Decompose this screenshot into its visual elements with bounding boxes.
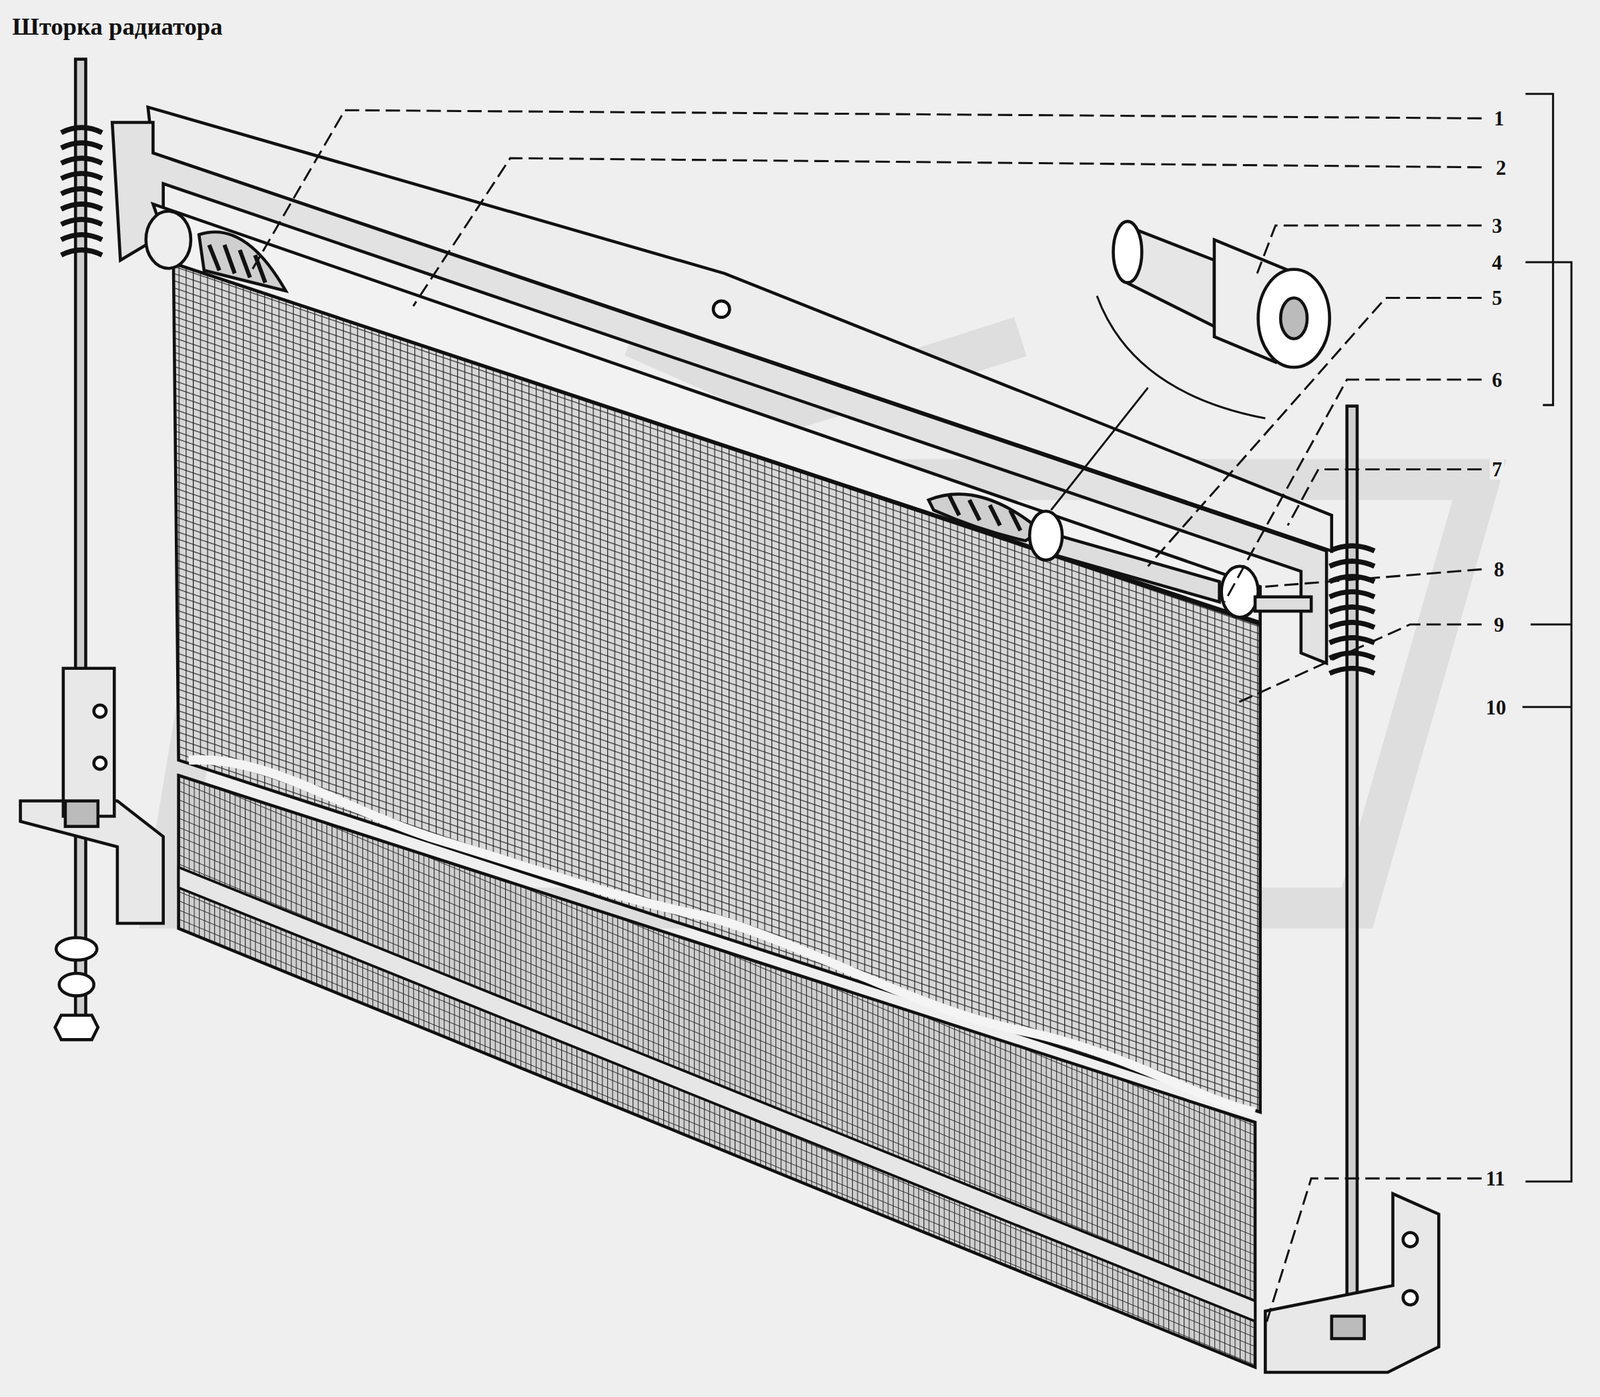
top-frame	[112, 107, 1332, 664]
callout-number: 9	[1491, 614, 1506, 636]
callout-number: 3	[1489, 215, 1504, 237]
bushing-detail	[1050, 221, 1330, 511]
group-brackets	[1522, 94, 1572, 1182]
bottom-rail	[178, 867, 1256, 1322]
lower-mesh	[178, 775, 1256, 1368]
leader-lines	[250, 110, 1482, 1327]
callout-number: 2	[1493, 157, 1508, 179]
callout-number: 10	[1483, 697, 1509, 718]
roller	[146, 211, 1312, 618]
callout-number: 7	[1489, 459, 1504, 480]
callout-number: 8	[1491, 559, 1506, 580]
callout-number: 6	[1489, 369, 1504, 391]
callout-number: 11	[1483, 1168, 1508, 1189]
callout-number: 4	[1489, 252, 1504, 273]
callout-number: 1	[1491, 108, 1506, 129]
callout-number: 5	[1489, 287, 1504, 309]
diagram-title: Шторка радиатора	[12, 14, 223, 39]
